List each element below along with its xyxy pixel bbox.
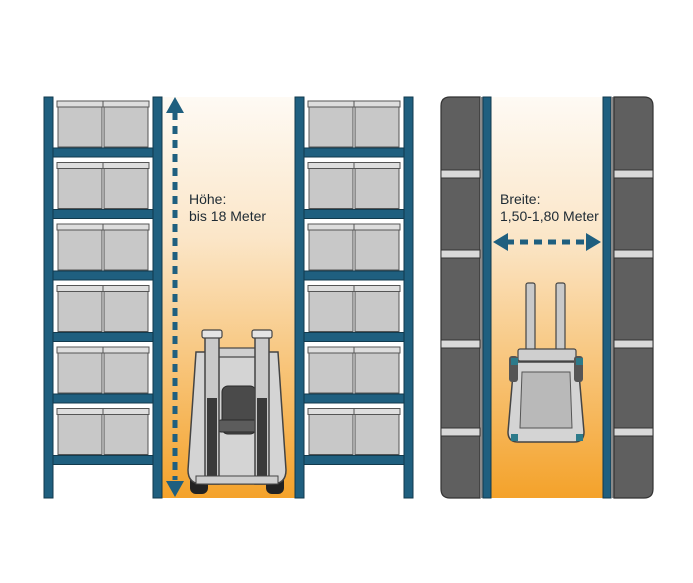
shelf-beam [303,455,405,465]
width-label-value: 1,50-1,80 Meter [500,208,599,224]
rack-beam-top-view [613,339,654,349]
storage-box [307,408,355,455]
shelf-beam [52,147,154,158]
storage-box [56,408,104,455]
shelf-beam [52,455,154,465]
shelf-beam [303,393,405,404]
width-label: Breite: 1,50-1,80 Meter [500,191,599,225]
storage-box [307,162,355,209]
height-label-value: bis 18 Meter [189,208,267,224]
storage-box [56,346,104,394]
storage-box [353,223,401,271]
storage-box [102,408,150,455]
storage-box [102,285,150,332]
storage-box [307,285,355,332]
storage-box [56,223,104,271]
storage-box [307,346,355,394]
rack-beam-top-view [440,249,481,259]
shelf-beam [52,393,154,404]
height-label-title: Höhe: [189,191,227,207]
width-label-title: Breite: [500,191,541,207]
width-arrow [493,233,601,251]
rack-beam-top-view [613,169,654,179]
top-view [440,96,654,499]
storage-box [56,100,104,148]
storage-box [307,100,355,148]
forklift-top-view [507,282,585,443]
storage-box [353,285,401,332]
shelf-beam [52,332,154,342]
front-view [43,96,414,499]
storage-box [102,346,150,394]
rack-beam-top-view [613,249,654,259]
storage-box [353,100,401,148]
height-label: Höhe: bis 18 Meter [189,191,266,225]
height-arrow [166,97,184,497]
rack-beam-top-view [440,427,481,437]
right-rack [294,96,414,499]
storage-box [102,100,150,148]
storage-box [353,162,401,209]
shelf-beam [52,209,154,219]
rack-beam-top-view [613,427,654,437]
rack-beam-top-view [440,339,481,349]
storage-box [56,162,104,209]
shelf-beam [303,270,405,281]
storage-box [353,408,401,455]
shelf-beam [303,147,405,158]
shelf-beam [303,209,405,219]
forklift-front-view [187,329,287,494]
rack-beam-top-view [440,169,481,179]
storage-box [102,162,150,209]
storage-box [353,346,401,394]
storage-box [102,223,150,271]
shelf-beam [303,332,405,342]
storage-box [307,223,355,271]
shelf-beam [52,270,154,281]
right-rack-top-view [602,96,654,499]
left-rack-top-view [440,96,492,499]
left-rack [43,96,163,499]
storage-box [56,285,104,332]
